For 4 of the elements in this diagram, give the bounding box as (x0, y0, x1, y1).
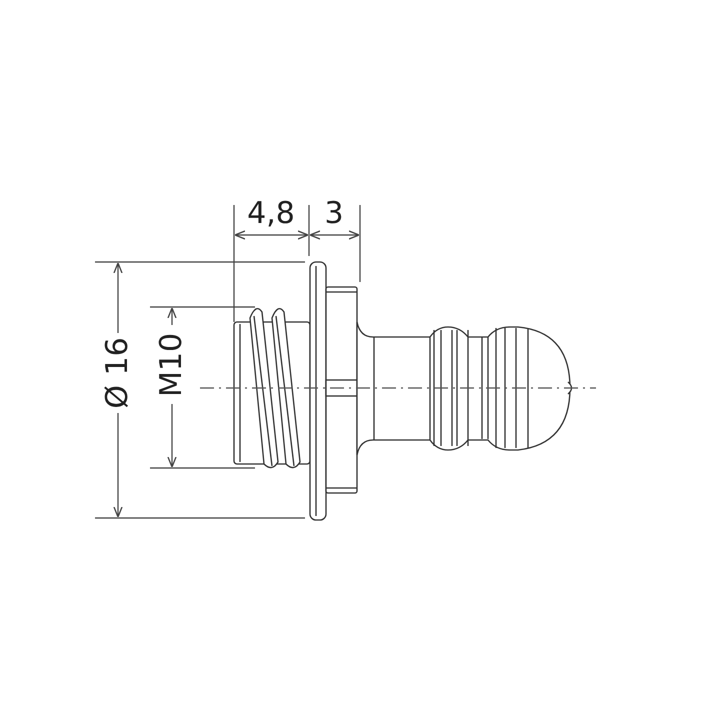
dimension-label: 4,8 (247, 199, 295, 229)
dimension-label: Ø 16 (103, 337, 133, 409)
dimension-label: 3 (324, 199, 344, 229)
dimension-label: M10 (157, 332, 187, 398)
